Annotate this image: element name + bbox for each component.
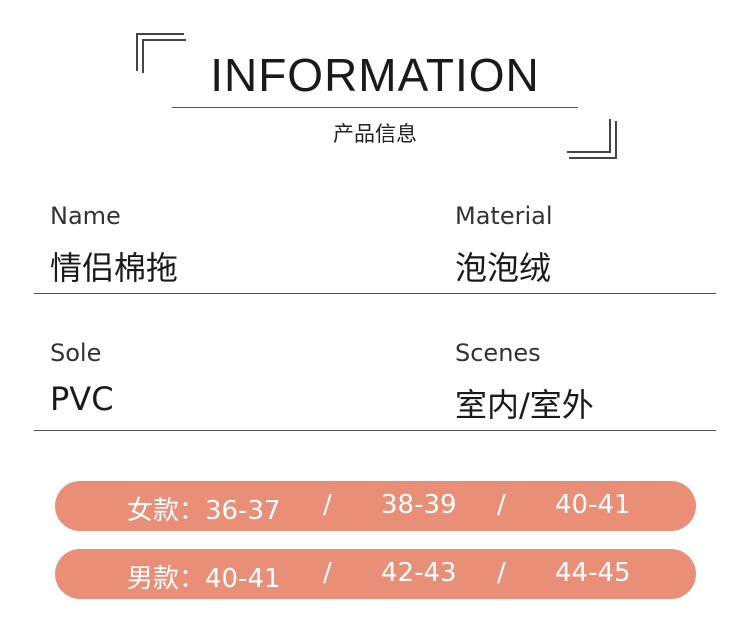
material-label: Material bbox=[455, 202, 553, 230]
scenes-value: 室内/室外 bbox=[455, 386, 594, 424]
men-size-bar: 男款：40-41 / 42-43 / 44-45 bbox=[55, 549, 696, 599]
men-size-3: 44-45 bbox=[555, 558, 631, 588]
corner-bracket-bottom-right bbox=[567, 119, 617, 159]
size-separator: / bbox=[323, 558, 332, 588]
size-separator: / bbox=[323, 490, 332, 520]
title-divider bbox=[172, 107, 578, 108]
page-title: INFORMATION bbox=[210, 49, 540, 101]
row-divider-2 bbox=[34, 430, 716, 431]
sole-label: Sole bbox=[50, 339, 102, 367]
material-value: 泡泡绒 bbox=[455, 249, 552, 287]
corner-bracket-top-left bbox=[136, 33, 186, 73]
size-separator: / bbox=[497, 490, 506, 520]
name-value: 情侣棉拖 bbox=[50, 249, 179, 287]
women-size-3: 40-41 bbox=[555, 490, 631, 520]
row-divider-1 bbox=[34, 293, 716, 294]
name-label: Name bbox=[50, 202, 121, 230]
women-size-bar: 女款：36-37 / 38-39 / 40-41 bbox=[55, 481, 696, 531]
scenes-label: Scenes bbox=[455, 339, 541, 367]
size-separator: / bbox=[497, 558, 506, 588]
page-subtitle: 产品信息 bbox=[333, 122, 417, 146]
men-size-label: 男款：40-41 bbox=[127, 564, 281, 594]
men-size-2: 42-43 bbox=[381, 558, 457, 588]
sole-value: PVC bbox=[50, 380, 114, 418]
women-size-2: 38-39 bbox=[381, 490, 457, 520]
women-size-label: 女款：36-37 bbox=[127, 496, 281, 526]
